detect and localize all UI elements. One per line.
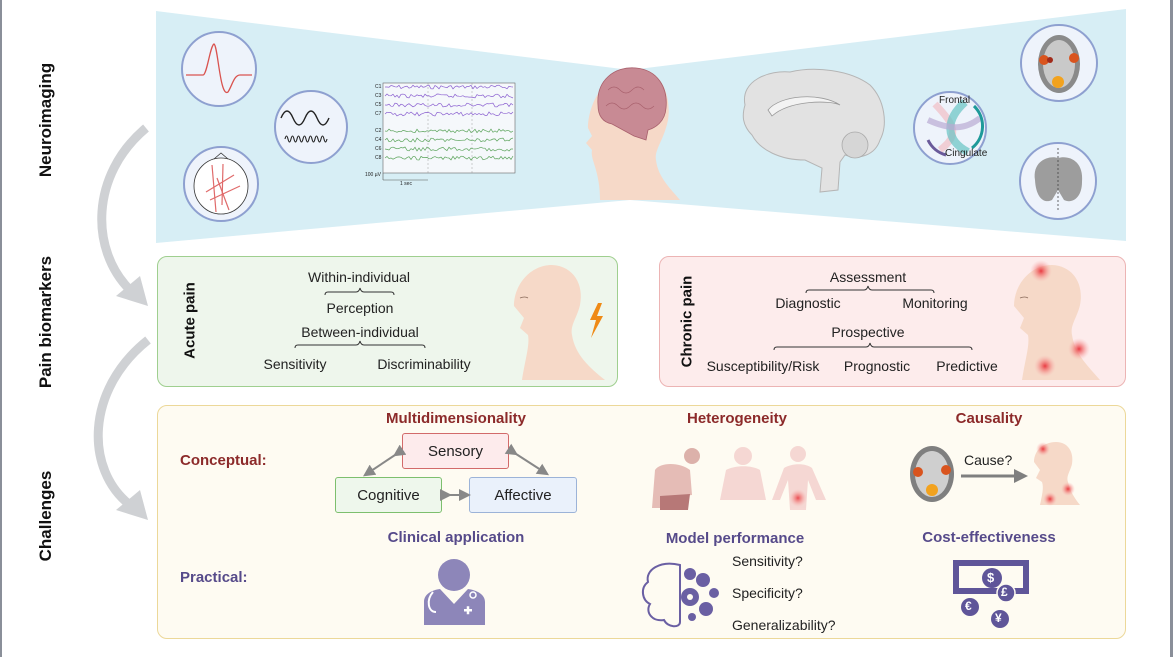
currency-yen: ¥ — [995, 611, 1002, 625]
lightning-icon — [590, 303, 603, 338]
multidimensionality-title: Multidimensionality — [385, 410, 527, 427]
eeg-channel-trace — [384, 146, 513, 152]
eeg-channel-label: C3 — [375, 93, 382, 99]
affective-box: Affective — [469, 477, 577, 513]
eeg-channel-trace — [384, 137, 514, 143]
chronic-monitoring: Monitoring — [902, 295, 968, 311]
eeg-channel-label: C7 — [375, 111, 382, 117]
affective-label: Affective — [494, 486, 552, 504]
eeg-topography-icon — [183, 146, 259, 222]
money-icon — [953, 560, 1029, 628]
acute-discriminability: Discriminability — [377, 356, 471, 372]
chronic-prognostic: Prognostic — [843, 358, 911, 374]
currency-pound: £ — [1001, 585, 1008, 599]
eeg-channel-label: C5 — [375, 102, 382, 108]
practical-label: Practical: — [180, 569, 248, 586]
arrow-sensory-affective — [504, 443, 550, 476]
causality-head-icon — [1034, 442, 1080, 506]
chronic-susceptibility-risk: Susceptibility/Risk — [706, 358, 820, 374]
cognitive-box: Cognitive — [335, 477, 442, 513]
brace-prospective — [773, 342, 973, 351]
flow-arrow-2 — [93, 336, 151, 520]
brace-between — [294, 340, 426, 349]
fmri-activation-icon — [1020, 24, 1098, 102]
cost-effectiveness-title: Cost-effectiveness — [922, 529, 1056, 546]
doctor-icon — [424, 559, 485, 625]
model-performance-title: Model performance — [665, 530, 805, 547]
connectivity-label-cingulate: Cingulate — [945, 148, 988, 159]
eeg-channel-trace — [384, 128, 514, 134]
cause-question-label: Cause? — [964, 452, 1013, 468]
cause-arrow-icon — [961, 469, 1028, 483]
sensory-label: Sensory — [427, 442, 484, 460]
currency-euro: € — [965, 599, 972, 613]
chronic-prospective: Prospective — [831, 324, 905, 340]
sagittal-brain-icon — [742, 68, 885, 193]
eeg-channel-trace — [384, 155, 514, 161]
erp-waveform-icon — [181, 31, 257, 107]
eeg-channel-label: C6 — [375, 146, 382, 152]
connectivity-label-frontal: Frontal — [939, 95, 971, 106]
eeg-channel-trace — [384, 111, 514, 117]
eeg-channel-label: C2 — [375, 128, 382, 134]
conceptual-label: Conceptual: — [180, 452, 267, 469]
eeg-channel-trace — [384, 102, 514, 108]
currency-dollar: $ — [987, 570, 995, 585]
arrow-sensory-cognitive — [363, 444, 407, 477]
heterogeneity-title: Heterogeneity — [686, 410, 788, 427]
oscillation-icon — [274, 90, 348, 164]
cognitive-label: Cognitive — [357, 486, 420, 504]
acute-head-icon — [514, 265, 605, 380]
eeg-channel-label: C4 — [375, 137, 382, 143]
causality-fmri-icon — [910, 446, 954, 502]
model-question-specificity: Specificity? — [732, 585, 803, 601]
chronic-diagnostic: Diagnostic — [775, 295, 841, 311]
acute-within-individual: Within-individual — [308, 269, 410, 285]
pain-spot-icon — [1034, 355, 1056, 377]
eeg-channel-trace — [384, 93, 514, 99]
acute-perception: Perception — [326, 300, 394, 316]
brace-within — [324, 287, 395, 296]
acute-sensitivity: Sensitivity — [263, 356, 327, 372]
eeg-trace-plot — [382, 82, 516, 181]
eeg-channel-trace — [385, 84, 514, 90]
chronic-predictive: Predictive — [936, 358, 998, 374]
heterogeneity-figures-icon — [652, 446, 826, 510]
pain-spot-icon — [1030, 260, 1052, 282]
left-border — [0, 0, 2, 657]
flow-arrow-1 — [97, 124, 149, 306]
acute-between-individual: Between-individual — [301, 324, 419, 340]
eeg-scale-time: 1 sec — [400, 181, 412, 187]
pain-spot-icon — [1068, 338, 1090, 360]
chord-connectivity-icon — [913, 91, 987, 165]
causality-title: Causality — [955, 410, 1023, 427]
structural-mri-icon — [1019, 142, 1097, 220]
brace-assessment — [805, 285, 935, 294]
eeg-scale-amplitude: 100 µV — [365, 172, 381, 178]
chronic-head-icon — [1014, 265, 1100, 380]
brain-gears-icon — [642, 562, 719, 628]
model-question-generalizability: Generalizability? — [732, 617, 836, 633]
eeg-channel-label: C8 — [375, 155, 382, 161]
model-question-sensitivity: Sensitivity? — [732, 553, 803, 569]
head-brain-icon — [586, 67, 680, 200]
clinical-application-title: Clinical application — [387, 529, 525, 546]
chronic-assessment: Assessment — [829, 269, 907, 285]
eeg-channel-label: C1 — [375, 84, 382, 90]
right-border — [1170, 0, 1173, 657]
